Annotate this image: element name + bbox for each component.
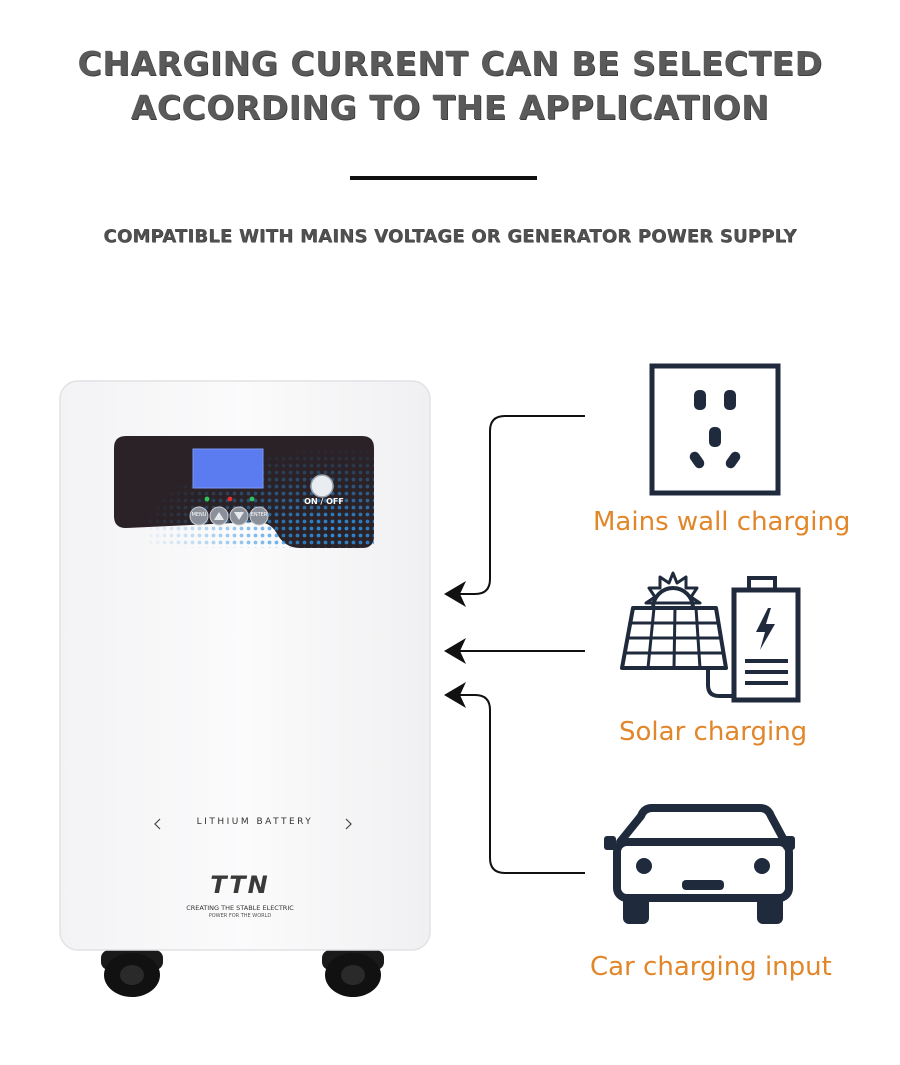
power-button-label: ON / OFF: [304, 497, 344, 506]
wall-socket-icon: [649, 363, 781, 496]
headline-line-1: CHARGING CURRENT CAN BE SELECTED: [77, 44, 823, 83]
menu-button[interactable]: MENU: [191, 512, 207, 518]
label-mains-wall-charging: Mains wall charging: [593, 507, 851, 537]
battery-unit: [59, 380, 431, 951]
enter-button[interactable]: ENTER: [250, 512, 268, 518]
subtitle: COMPATIBLE WITH MAINS VOLTAGE OR GENERAT…: [103, 226, 797, 247]
solar-panel-battery-icon: [620, 571, 801, 703]
product-line-label: LITHIUM BATTERY: [196, 817, 314, 827]
brand-slogan: CREATING THE STABLE ELECTRIC: [186, 904, 294, 912]
label-solar-charging: Solar charging: [619, 717, 808, 747]
power-button-icon: [310, 474, 334, 498]
label-car-charging-input: Car charging input: [590, 952, 832, 982]
headline-line-2: ACCORDING TO THE APPLICATION: [130, 88, 770, 127]
arrows: [452, 415, 585, 874]
battery-wheels: [101, 950, 384, 997]
brand-tagline: POWER FOR THE WORLD: [208, 913, 272, 919]
arrowheads: [444, 581, 466, 708]
brand-logo: TTN: [210, 871, 270, 899]
car-icon: [604, 804, 795, 924]
divider: [350, 176, 537, 180]
lcd-screen: [192, 448, 264, 489]
